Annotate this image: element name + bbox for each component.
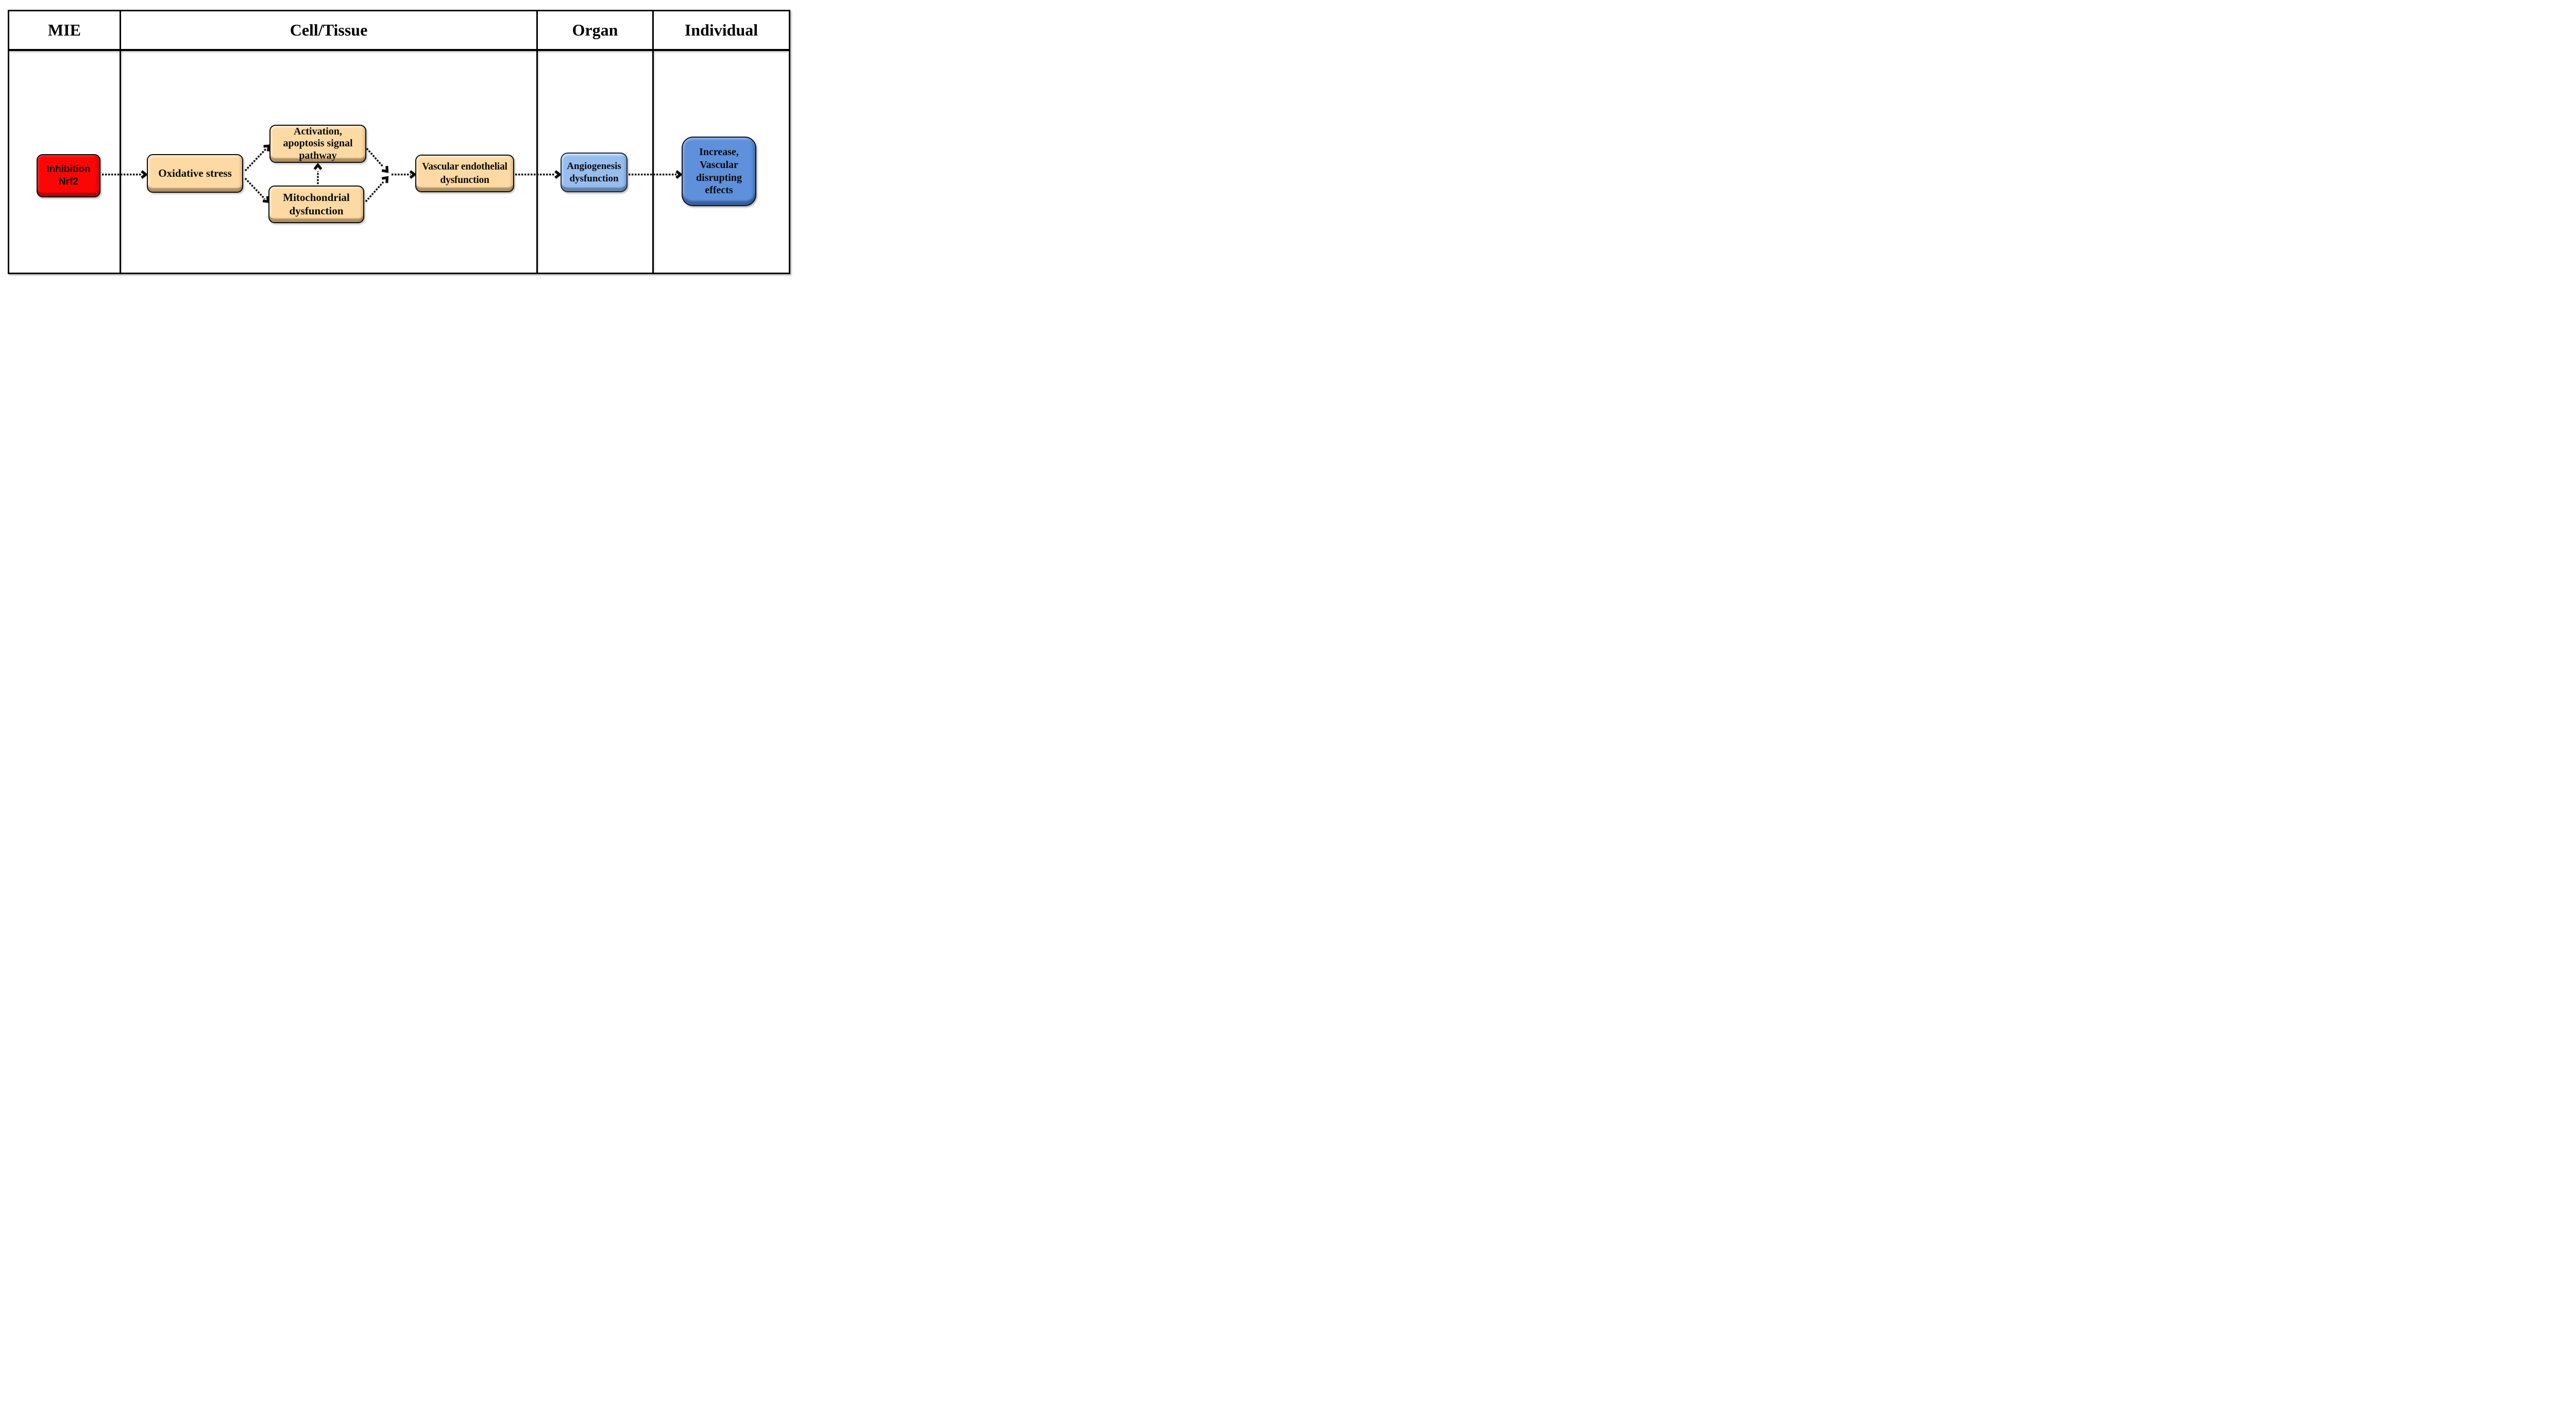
- header-organ: Organ: [538, 11, 654, 49]
- node-vascular-endothelial-dysfunction: Vascular endothelial dysfunction: [415, 155, 514, 192]
- table-body-row: [9, 51, 789, 274]
- node-label: Increase, Vascular disrupting effects: [696, 146, 742, 196]
- header-individual: Individual: [684, 21, 758, 39]
- header-mie: MIE: [9, 11, 121, 49]
- node-label: Vascular endothelial dysfunction: [422, 161, 507, 186]
- node-activation-apoptosis-signal-pathway: Activation, apoptosis signal pathway: [269, 125, 366, 163]
- table-header-row: MIE Cell/Tissue Organ Individual: [9, 11, 789, 51]
- column-divider-celltissue-organ: [536, 51, 538, 274]
- node-inhibition-nrf2: Inhibition Nrf2: [37, 154, 100, 197]
- node-increase-vascular-disrupting-effects: Increase, Vascular disrupting effects: [682, 137, 756, 206]
- column-divider-mie-celltissue: [120, 51, 121, 274]
- aop-diagram: MIE Cell/Tissue Organ Individual: [0, 0, 798, 282]
- node-label: Oxidative stress: [158, 167, 232, 179]
- node-angiogenesis-dysfunction: Angiogenesis dysfunction: [561, 153, 628, 192]
- node-mitochondrial-dysfunction: Mitochondrial dysfunction: [268, 186, 364, 223]
- node-label: Activation, apoptosis signal pathway: [283, 126, 353, 161]
- node-label: Angiogenesis dysfunction: [567, 160, 621, 184]
- node-oxidative-stress: Oxidative stress: [147, 154, 243, 193]
- column-divider-organ-individual: [652, 51, 654, 274]
- header-cell-tissue: Cell/Tissue: [121, 11, 538, 49]
- node-label: Inhibition Nrf2: [46, 163, 91, 187]
- node-label: Mitochondrial dysfunction: [283, 191, 350, 217]
- pathway-table: MIE Cell/Tissue Organ Individual: [8, 10, 790, 274]
